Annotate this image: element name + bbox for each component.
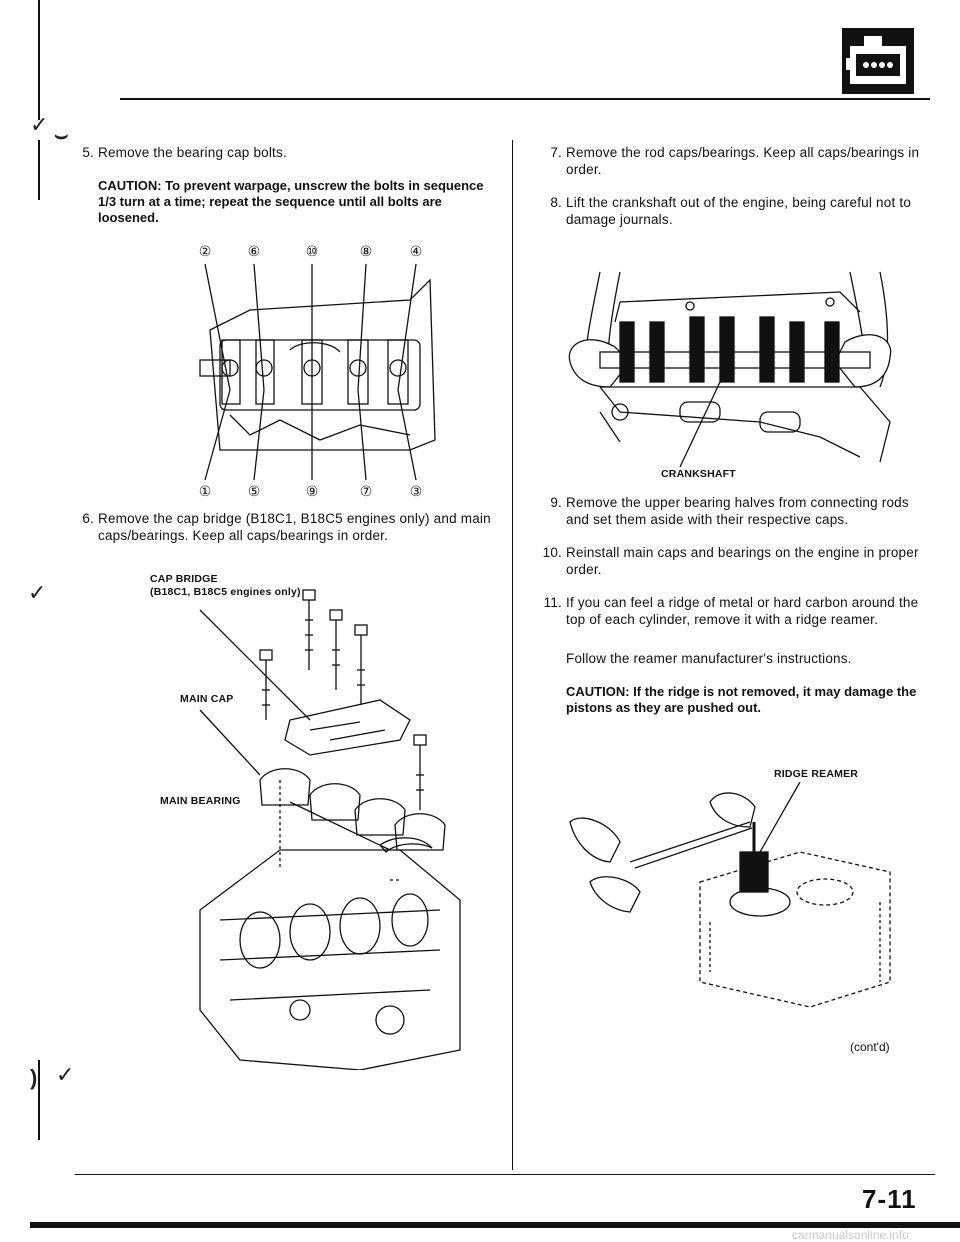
step-11: 11. If you can feel a ridge of metal or … [543, 595, 919, 627]
step-10: 10. Reinstall main caps and bearings on … [542, 545, 919, 577]
column-divider [512, 140, 513, 1170]
binder-line-left-3 [38, 1060, 40, 1140]
check-mark: ) [30, 1065, 38, 1090]
label-cap-bridge-note: (B18C1, B18C5 engines only) [150, 586, 301, 598]
check-mark: ✓ [30, 112, 49, 137]
sequence-bottom-5: ③ [410, 484, 423, 500]
sequence-bottom-2: ⑤ [248, 484, 261, 500]
label-main-bearing: MAIN BEARING [160, 795, 241, 807]
label-cap-bridge: CAP BRIDGE [150, 573, 218, 585]
check-mark: ✓ [56, 1062, 75, 1087]
label-main-cap: MAIN CAP [180, 693, 234, 705]
label-ridge-reamer: RIDGE REAMER [774, 768, 859, 780]
check-mark: ⌣ [54, 122, 69, 147]
crankshaft-lift-figure [560, 262, 900, 472]
cap-bridge-exploded-figure [160, 580, 480, 1071]
sequence-bottom-3: ⑨ [306, 484, 319, 500]
sequence-top-3: ⑩ [306, 244, 319, 260]
sequence-top-4: ⑧ [360, 244, 373, 260]
binder-line-left-2 [38, 140, 40, 200]
caution-left: CAUTION: To prevent warpage, unscrew the… [98, 178, 484, 225]
step-6: 6. Remove the cap bridge (B18C1, B18C5 e… [82, 511, 491, 543]
bearing-cap-bolt-sequence-figure: ② ⑥ ⑩ ⑧ ④ ① ⑤ ⑨ ⑦ ③ [190, 240, 450, 510]
step-11-note: Follow the reamer manufacturer's instruc… [566, 651, 852, 666]
engine-block-icon [842, 28, 914, 94]
step-8: 8. Lift the crankshaft out of the engine… [550, 195, 912, 227]
caution-right: CAUTION: If the ridge is not removed, it… [566, 684, 917, 715]
header-rule [120, 98, 930, 100]
check-mark: ✓ [28, 580, 47, 605]
watermark: carmanualsonline.info [792, 1228, 909, 1242]
sequence-top-2: ⑥ [248, 244, 261, 260]
label-crankshaft: CRANKSHAFT [661, 468, 736, 480]
step-7: 7. Remove the rod caps/bearings. Keep al… [550, 145, 920, 177]
sequence-bottom-1: ① [199, 484, 212, 500]
step-5: 5. Remove the bearing cap bolts. [82, 145, 287, 160]
page-number: 7-11 [862, 1184, 917, 1214]
binder-line-left [38, 0, 40, 120]
sequence-top-5: ④ [410, 244, 423, 260]
bottom-rule-thin [75, 1174, 935, 1175]
bottom-rule-thick [30, 1222, 960, 1228]
continued-note: (cont'd) [850, 1040, 890, 1054]
sequence-bottom-4: ⑦ [360, 484, 373, 500]
step-9: 9. Remove the upper bearing halves from … [550, 495, 909, 527]
ridge-reamer-figure [560, 781, 900, 1012]
sequence-top-1: ② [199, 244, 212, 260]
